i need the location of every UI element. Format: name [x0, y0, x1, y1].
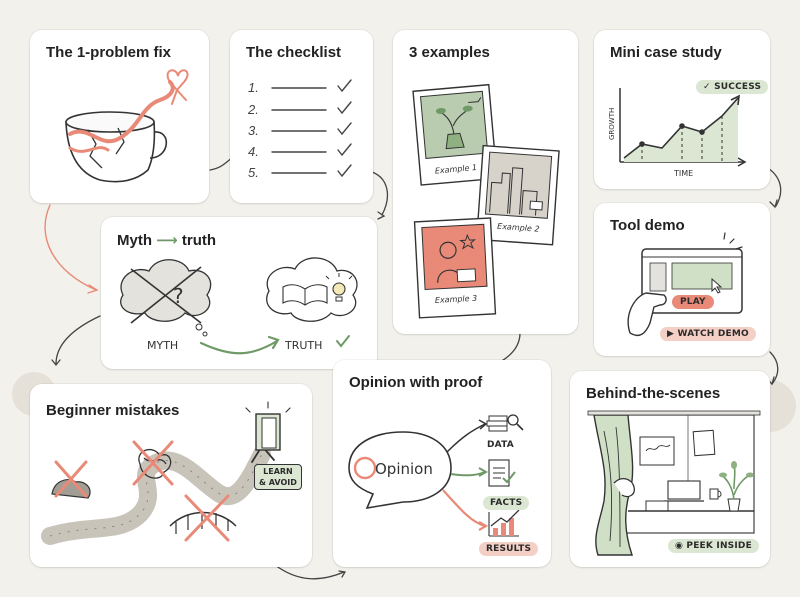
- card-tool-demo[interactable]: Tool demo PLAY ▶ WATCH DEMO: [594, 203, 770, 356]
- card-title: 3 examples: [409, 44, 490, 61]
- card-title: Behind-the-scenes: [586, 385, 721, 402]
- learn-avoid-tag: LEARN & AVOID: [254, 464, 302, 490]
- opinion-proof-illustration: Opinion: [348, 414, 524, 537]
- photo-label-2: Example 2: [497, 222, 540, 234]
- card-title: The checklist: [246, 44, 342, 61]
- play-icon: ▶: [667, 329, 675, 339]
- facts-label: FACTS: [483, 496, 530, 510]
- broken-cup-heart-ribbon-illustration: [65, 69, 189, 183]
- photo-label-1: Example 1: [434, 163, 477, 176]
- checklist-number-1: 1.: [248, 80, 259, 95]
- axis-label-growth: GROWTH: [608, 108, 616, 140]
- card-title: Tool demo: [610, 217, 685, 234]
- card-problem-fix[interactable]: The 1-problem fix: [30, 30, 209, 203]
- data-label: DATA: [487, 440, 514, 450]
- growth-chart-illustration: GROWTH TIME: [608, 88, 747, 178]
- card-myth-truth[interactable]: Myth ⟶ truth ? MYTH TRUTH: [101, 217, 377, 369]
- myth-truth-illustration: ? MYTH TRUTH: [120, 257, 358, 355]
- checklist-number-5: 5.: [248, 165, 259, 180]
- watch-demo-button[interactable]: ▶ WATCH DEMO: [660, 327, 756, 341]
- card-examples[interactable]: 3 examples Example 1 Example 2 Examp: [393, 30, 578, 334]
- arrow-right-icon: ⟶: [156, 232, 178, 249]
- card-opinion-proof[interactable]: Opinion with proof Opinion DATA FACTS RE…: [333, 360, 551, 567]
- card-title: Opinion with proof: [349, 374, 483, 391]
- peek-inside-button[interactable]: ◉ PEEK INSIDE: [668, 539, 759, 553]
- card-title: Mini case study: [610, 44, 722, 61]
- checklist-illustration: [271, 79, 352, 178]
- photo-label-3: Example 3: [435, 294, 478, 305]
- success-badge: ✓ SUCCESS: [696, 80, 769, 94]
- behind-curtain-illustration: [587, 410, 761, 556]
- tablet-demo-illustration: [627, 232, 743, 337]
- checklist-number-4: 4.: [248, 144, 259, 159]
- myth-label: MYTH: [147, 339, 178, 352]
- winding-path-mistakes-illustration: [41, 401, 291, 545]
- card-beginner-mistakes[interactable]: Beginner mistakes LEARN & AVOID: [30, 384, 312, 567]
- svg-text:?: ?: [173, 284, 184, 308]
- card-title: Myth ⟶ truth: [117, 232, 217, 249]
- play-button[interactable]: PLAY: [672, 295, 714, 309]
- check-icon: ✓: [703, 82, 711, 92]
- truth-label: TRUTH: [284, 339, 322, 352]
- axis-label-time: TIME: [673, 169, 693, 178]
- card-checklist[interactable]: The checklist 1. 2. 3. 4. 5.: [230, 30, 373, 203]
- results-label: RESULTS: [479, 542, 539, 556]
- opinion-bubble-text: Opinion: [375, 460, 433, 478]
- card-title: The 1-problem fix: [46, 44, 172, 61]
- card-behind-scenes[interactable]: Behind-the-scenes ◉ PEEK INSIDE: [570, 371, 770, 567]
- eye-icon: ◉: [675, 541, 684, 551]
- checklist-number-3: 3.: [248, 123, 259, 138]
- polaroid-examples-illustration: Example 1 Example 2 Example 3: [412, 83, 560, 319]
- checklist-number-2: 2.: [248, 102, 259, 117]
- card-case-study[interactable]: Mini case study GROWTH TIME ✓ SUCCESS: [594, 30, 770, 189]
- card-title: Beginner mistakes: [46, 402, 180, 419]
